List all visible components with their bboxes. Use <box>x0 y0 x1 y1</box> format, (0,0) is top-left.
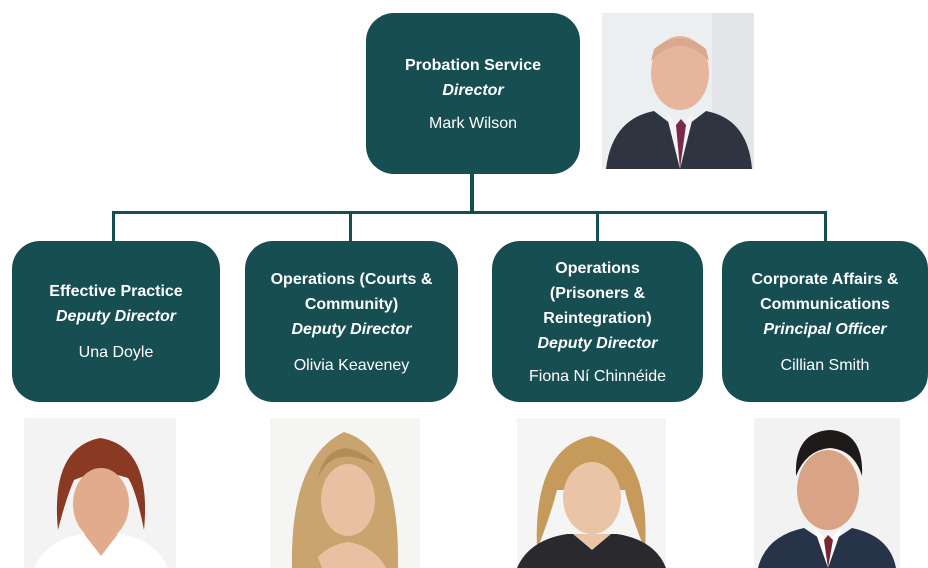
director-name: Mark Wilson <box>428 114 517 132</box>
director-title: Probation Service <box>404 56 542 74</box>
connector-drop-4 <box>824 211 827 244</box>
photo-una-doyle <box>24 418 176 568</box>
report-role: Principal Officer <box>763 320 887 338</box>
photo-cillian-smith <box>754 418 900 568</box>
report-box-effective-practice: Effective Practice Deputy Director Una D… <box>12 241 220 402</box>
director-role: Director <box>442 81 504 99</box>
connector-horizontal <box>112 211 827 214</box>
connector-drop-2 <box>349 211 352 244</box>
report-name: Cillian Smith <box>780 356 870 374</box>
report-title-line: Operations (Courts & <box>270 270 433 288</box>
report-title-line: Reintegration) <box>543 309 652 327</box>
connector-drop-3 <box>596 211 599 244</box>
director-box: Probation Service Director Mark Wilson <box>366 13 580 174</box>
report-role: Deputy Director <box>537 334 658 352</box>
report-title-line: Corporate Affairs & <box>751 270 899 288</box>
report-name: Olivia Keaveney <box>293 356 410 374</box>
report-name: Una Doyle <box>78 344 154 361</box>
report-title-line: Effective Practice <box>49 283 183 300</box>
report-box-operations-prisoners: Operations (Prisoners & Reintegration) D… <box>492 241 703 402</box>
report-box-corporate-affairs: Corporate Affairs & Communications Princ… <box>722 241 928 402</box>
report-role: Deputy Director <box>55 308 177 325</box>
director-photo <box>602 13 754 169</box>
report-name: Fiona Ní Chinnéide <box>529 367 666 385</box>
report-title-line: Operations <box>555 259 640 277</box>
photo-olivia-keaveney <box>270 418 420 568</box>
report-title-line: Communications <box>760 295 890 313</box>
report-box-operations-courts: Operations (Courts & Community) Deputy D… <box>245 241 458 402</box>
connector-drop-1 <box>112 211 115 244</box>
report-title-line: Community) <box>304 295 399 313</box>
photo-fiona-ni-chinneide <box>517 418 666 568</box>
report-title-line: (Prisoners & <box>549 284 646 302</box>
report-role: Deputy Director <box>291 320 412 338</box>
connector-director-down <box>470 172 474 214</box>
